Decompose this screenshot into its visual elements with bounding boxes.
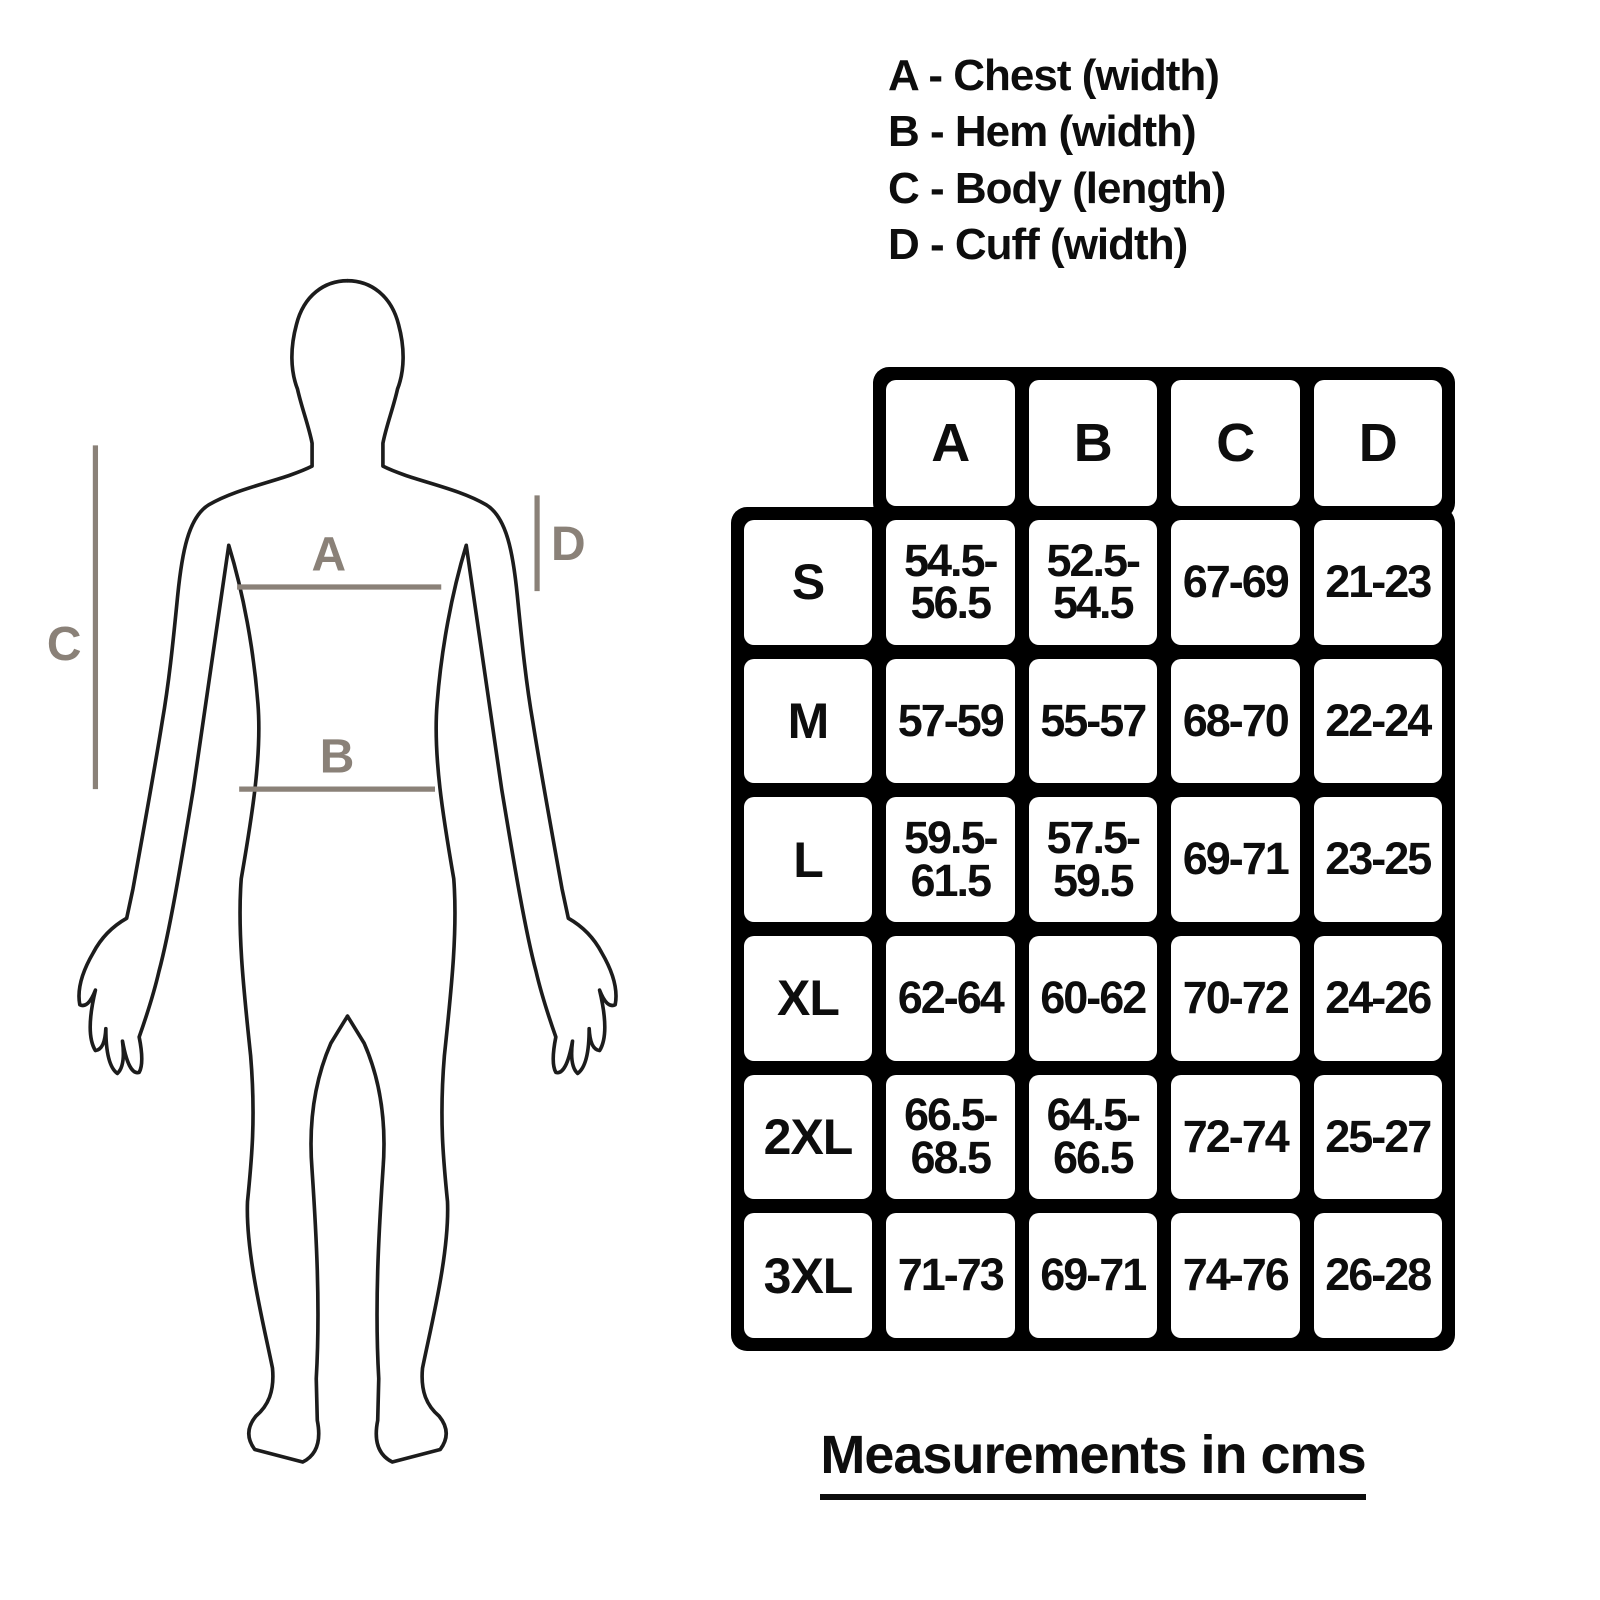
table-cell: 68-70 <box>1164 652 1307 791</box>
value-cell: 69-71 <box>1171 797 1300 922</box>
table-cell: 57-59 <box>879 652 1022 791</box>
table-cell: M <box>737 652 879 791</box>
table-cell: L <box>737 790 879 929</box>
table-cell: 62-64 <box>879 929 1022 1068</box>
size-label: XL <box>744 936 872 1061</box>
units-note: Measurements in cms <box>731 1424 1455 1500</box>
legend-item-cuff: D - Cuff (width) <box>888 219 1188 269</box>
value-cell: 66.5- 68.5 <box>886 1074 1015 1200</box>
table-cell: 22-24 <box>1307 652 1450 791</box>
table-cell: 55-57 <box>1022 652 1165 791</box>
value-cell: 57.5- 59.5 <box>1028 797 1157 922</box>
value-cell: 24-26 <box>1313 936 1442 1061</box>
legend-item-chest: A - Chest (width) <box>888 51 1220 100</box>
table-cell: 59.5- 61.5 <box>879 790 1022 929</box>
table-cell: 24-26 <box>1307 929 1450 1068</box>
table-corner-blank <box>737 373 879 513</box>
size-label: 3XL <box>744 1213 872 1338</box>
legend-item-hem: B - Hem (width) <box>888 107 1197 157</box>
table-grid: A B C D S 54.5- 56.5 52.5- 54.5 67-69 21… <box>737 373 1449 1345</box>
size-label: M <box>744 658 872 784</box>
cuff-measure-label: D <box>551 518 586 571</box>
table-cell: 2XL <box>737 1068 879 1207</box>
body-outline-path <box>345 278 618 1464</box>
value-cell: 22-24 <box>1313 658 1442 784</box>
table-cell: 3XL <box>737 1206 879 1345</box>
table-cell: D <box>1307 373 1450 513</box>
table-cell: S <box>737 513 879 652</box>
column-header-b: B <box>1028 380 1157 506</box>
table-cell: 25-27 <box>1307 1068 1450 1207</box>
body-figure: A B C D <box>35 262 660 1512</box>
size-chart-table: A B C D S 54.5- 56.5 52.5- 54.5 67-69 21… <box>731 367 1455 1351</box>
body-outline-mirror <box>77 278 350 1464</box>
table-cell: 74-76 <box>1164 1206 1307 1345</box>
value-cell: 21-23 <box>1313 520 1442 645</box>
hem-measure-label: B <box>320 730 355 783</box>
value-cell: 52.5- 54.5 <box>1028 520 1157 645</box>
table-cell: 54.5- 56.5 <box>879 513 1022 652</box>
table-cell: XL <box>737 929 879 1068</box>
table-cell: 21-23 <box>1307 513 1450 652</box>
size-label: 2XL <box>744 1074 872 1200</box>
table-cell: B <box>1022 373 1165 513</box>
value-cell: 71-73 <box>886 1213 1015 1338</box>
table-cell: 52.5- 54.5 <box>1022 513 1165 652</box>
table-body-frame <box>731 507 1455 1351</box>
legend-item-body: C - Body (length) <box>888 163 1226 213</box>
body-outline-svg: A B C D <box>47 278 618 1464</box>
table-cell: 69-71 <box>1022 1206 1165 1345</box>
value-cell: 67-69 <box>1171 520 1300 645</box>
size-label: L <box>744 797 872 922</box>
value-cell: 57-59 <box>886 658 1015 784</box>
table-cell: 70-72 <box>1164 929 1307 1068</box>
column-header-d: D <box>1313 380 1442 506</box>
value-cell: 68-70 <box>1171 658 1300 784</box>
table-cell: 66.5- 68.5 <box>879 1068 1022 1207</box>
value-cell: 23-25 <box>1313 797 1442 922</box>
table-cell: 57.5- 59.5 <box>1022 790 1165 929</box>
value-cell: 69-71 <box>1028 1213 1157 1338</box>
value-cell: 74-76 <box>1171 1213 1300 1338</box>
table-cell: C <box>1164 373 1307 513</box>
value-cell: 26-28 <box>1313 1213 1442 1338</box>
table-cell: 23-25 <box>1307 790 1450 929</box>
column-header-a: A <box>886 380 1015 506</box>
value-cell: 70-72 <box>1171 936 1300 1061</box>
size-label: S <box>744 520 872 645</box>
value-cell: 64.5- 66.5 <box>1028 1074 1157 1200</box>
table-cell: 69-71 <box>1164 790 1307 929</box>
table-cell: 26-28 <box>1307 1206 1450 1345</box>
table-cell: 71-73 <box>879 1206 1022 1345</box>
value-cell: 55-57 <box>1028 658 1157 784</box>
chest-measure-label: A <box>311 528 346 581</box>
table-cell: 64.5- 66.5 <box>1022 1068 1165 1207</box>
column-header-c: C <box>1171 380 1300 506</box>
table-cell: 67-69 <box>1164 513 1307 652</box>
value-cell: 59.5- 61.5 <box>886 797 1015 922</box>
value-cell: 72-74 <box>1171 1074 1300 1200</box>
value-cell: 54.5- 56.5 <box>886 520 1015 645</box>
value-cell: 25-27 <box>1313 1074 1442 1200</box>
body-length-measure-label: C <box>47 618 82 671</box>
units-note-text: Measurements in cms <box>820 1424 1367 1500</box>
value-cell: 62-64 <box>886 936 1015 1061</box>
table-cell: 60-62 <box>1022 929 1165 1068</box>
value-cell: 60-62 <box>1028 936 1157 1061</box>
table-cell: A <box>879 373 1022 513</box>
table-cell: 72-74 <box>1164 1068 1307 1207</box>
measurement-legend: A - Chest (width) B - Hem (width) C - Bo… <box>888 48 1226 273</box>
